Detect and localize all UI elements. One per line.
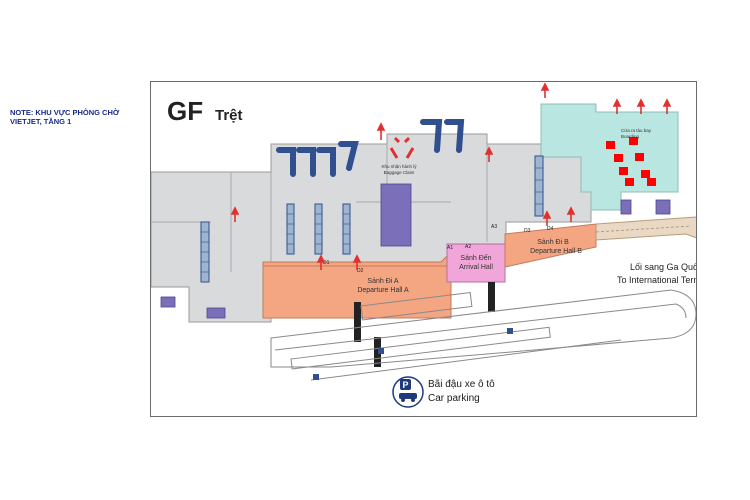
svg-text:Baggage Claim: Baggage Claim xyxy=(384,170,415,175)
crosswalks xyxy=(354,282,495,367)
svg-text:Departure Hall B: Departure Hall B xyxy=(530,248,582,255)
svg-text:Departure Hall A: Departure Hall A xyxy=(357,287,409,294)
international-terminal-label: Lối sang Ga Quốc tế To International Ter… xyxy=(617,262,715,285)
door-d4: D4 xyxy=(547,226,554,232)
svg-text:To International Terminal: To International Terminal xyxy=(617,275,696,285)
door-a2: A2 xyxy=(465,244,471,250)
svg-text:Sảnh Đến: Sảnh Đến xyxy=(460,253,491,262)
roads xyxy=(270,289,697,381)
arrival-hall xyxy=(446,243,506,283)
baggage-carousels xyxy=(276,119,465,177)
vietjet-lounge-markers xyxy=(606,137,656,186)
svg-text:Bãi đậu xe ô tô: Bãi đậu xe ô tô xyxy=(428,379,495,390)
departure-hall-b xyxy=(504,223,597,268)
gate-area-label: Cửa ra tàu bay Boarding xyxy=(621,127,652,139)
car-parking-label: Bãi đậu xe ô tô Car parking xyxy=(428,379,495,404)
svg-text:Arrival Hall: Arrival Hall xyxy=(459,264,493,271)
departure-hall-a-label: Sảnh Đi A Departure Hall A xyxy=(357,278,409,294)
door-d3: D3 xyxy=(524,228,531,234)
svg-text:Cửa ra tàu bay: Cửa ra tàu bay xyxy=(621,127,652,133)
departure-hall-b-label: Sảnh Đi B Departure Hall B xyxy=(530,239,582,255)
door-a3: A3 xyxy=(491,224,497,230)
floor-title: GF Trệt xyxy=(167,96,243,126)
svg-text:Car parking: Car parking xyxy=(428,393,480,404)
svg-text:Sảnh Đi A: Sảnh Đi A xyxy=(367,278,398,285)
vietjet-lounge-note: NOTE: KHU VỰC PHÒNG CHỜ VIETJET, TẦNG 1 xyxy=(10,108,120,126)
car-parking: P xyxy=(392,376,424,408)
international-corridor xyxy=(595,216,722,248)
svg-text:Boarding: Boarding xyxy=(621,134,640,139)
svg-text:Lối sang Ga Quốc tế: Lối sang Ga Quốc tế xyxy=(630,262,696,272)
svg-text:GF: GF xyxy=(167,96,203,126)
road-islands xyxy=(290,292,551,370)
arrival-hall-label: Sảnh Đến Arrival Hall xyxy=(459,253,493,271)
door-d2: D2 xyxy=(357,268,364,274)
svg-text:Trệt: Trệt xyxy=(215,107,243,124)
svg-text:Khu nhận hành lý: Khu nhận hành lý xyxy=(381,164,417,169)
door-a1: A1 xyxy=(447,245,453,251)
baggage-claim-label: Khu nhận hành lý Baggage Claim xyxy=(381,164,417,175)
door-d1: D1 xyxy=(323,260,330,266)
svg-text:Sảnh Đi B: Sảnh Đi B xyxy=(537,239,569,246)
parking-icon: P xyxy=(402,380,408,390)
terminal-floor-map: Khu nhận hành lý Baggage Claim Sảnh Đi A xyxy=(150,81,722,417)
